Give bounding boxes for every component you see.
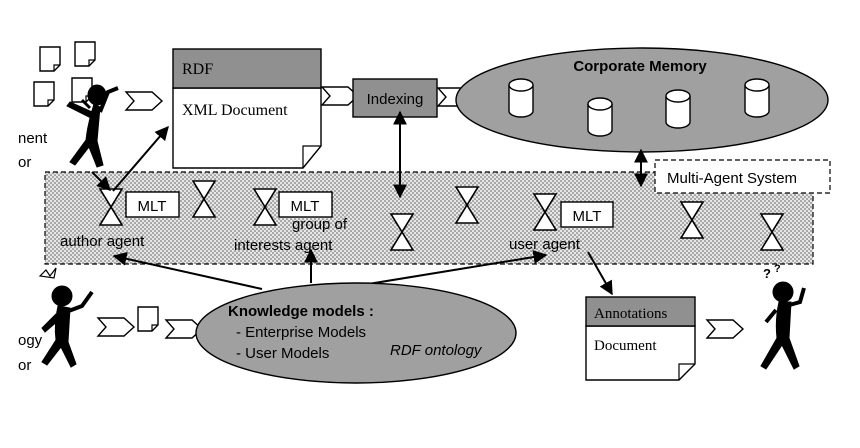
- database-icon: [508, 78, 534, 118]
- flow-chevron-icon: [125, 91, 163, 111]
- svg-text:MLT: MLT: [291, 198, 320, 215]
- ontologist-figure-icon: [38, 267, 94, 368]
- corporate-memory-title: Corporate Memory: [573, 58, 707, 75]
- user-agent-mlt: MLT: [560, 201, 614, 228]
- database-icon: [744, 78, 770, 118]
- group-agent-label-2: interests agent: [234, 237, 333, 254]
- annotations-header-label: Annotations: [594, 306, 667, 322]
- corporate-memory: Corporate Memory: [455, 47, 829, 153]
- knowledge-models-title: Knowledge models :: [228, 303, 374, 320]
- author-figure-icon: [66, 84, 119, 168]
- annotations-document: Annotations Document: [585, 296, 696, 381]
- rdf-xml-document: RDF XML Document: [172, 48, 322, 169]
- knowledge-models: Knowledge models : - Enterprise Models -…: [195, 282, 517, 384]
- svg-text:MLT: MLT: [573, 208, 602, 225]
- ontology-document-icon: [137, 306, 159, 332]
- flow-arrows: [91, 110, 648, 296]
- svg-text:?: ?: [774, 263, 781, 275]
- user-agent-label: user agent: [509, 236, 581, 253]
- rdf-header-label: RDF: [182, 61, 213, 78]
- user-models-label: - User Models: [236, 345, 329, 362]
- svg-text:MLT: MLT: [138, 198, 167, 215]
- xml-document-label: XML Document: [182, 102, 288, 119]
- ontologist-role-fragment: ogy: [18, 332, 43, 349]
- author-agent-mlt: MLT: [125, 191, 180, 218]
- flow-chevron-icon: [706, 319, 744, 339]
- ontologist-role-fragment-2: or: [18, 357, 31, 374]
- svg-text:?: ?: [763, 266, 771, 281]
- user-figure-icon: ? ?: [760, 263, 806, 370]
- author-role-fragment: nent: [18, 130, 48, 147]
- author-role-fragment-2: or: [18, 154, 31, 171]
- author-input-documents: [33, 41, 96, 107]
- database-icon: [587, 97, 613, 137]
- indexing-label: Indexing: [367, 91, 424, 108]
- group-agent-mlt: MLT: [278, 191, 333, 218]
- enterprise-models-label: - Enterprise Models: [236, 324, 366, 341]
- flow-chevron-icon: [97, 317, 135, 337]
- indexing-box: Indexing: [352, 78, 438, 118]
- multi-agent-system-label: Multi-Agent System: [667, 170, 797, 187]
- author-agent-label: author agent: [60, 233, 145, 250]
- group-agent-label-1: group of: [292, 216, 348, 233]
- database-icon: [665, 89, 691, 129]
- multi-agent-system-label-box: Multi-Agent System: [654, 159, 831, 194]
- annotations-body-label: Document: [594, 338, 657, 354]
- rdf-ontology-label: RDF ontology: [390, 342, 483, 359]
